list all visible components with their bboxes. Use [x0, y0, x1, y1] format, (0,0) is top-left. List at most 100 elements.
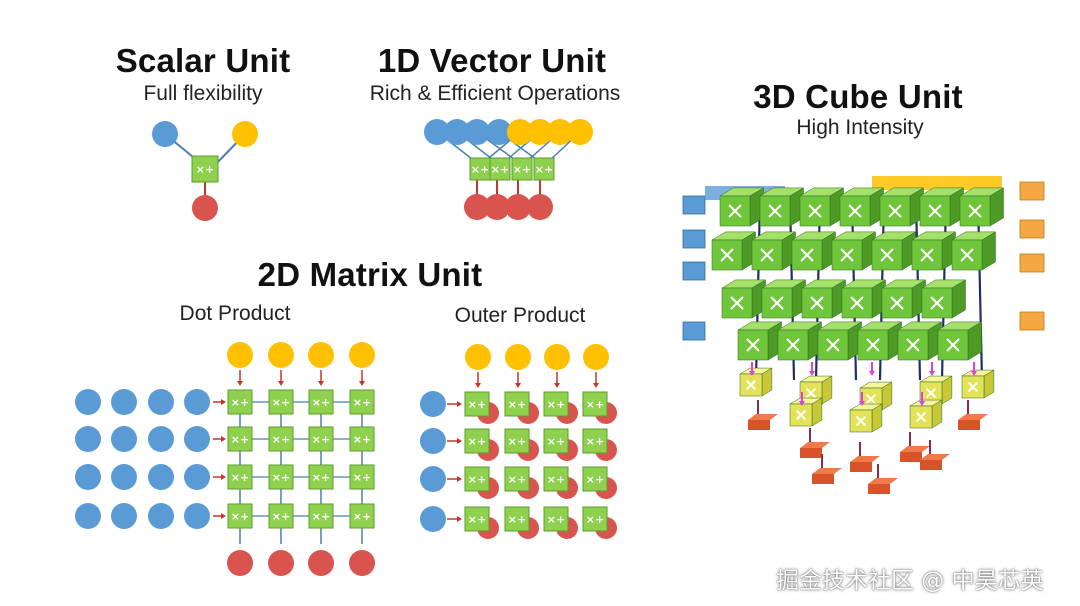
mac-label: ×+ — [272, 433, 290, 446]
scalar-unit-title: Scalar Unit — [115, 42, 291, 79]
cube-mac-t2-x2 — [770, 296, 784, 310]
mac-box — [268, 389, 294, 415]
dot-output — [308, 550, 334, 576]
cube-input-left — [682, 195, 706, 215]
cube-accumulator-x2 — [795, 409, 807, 421]
outer-mac: ×+ — [464, 391, 490, 417]
vector-input-a — [444, 119, 470, 145]
outer-input-top — [583, 344, 609, 370]
outer-input-left — [420, 466, 446, 492]
dot-mac: ×+ — [268, 426, 294, 452]
mac-label: ×+ — [468, 435, 486, 448]
scalar-output — [192, 195, 218, 221]
dot-mac: ×+ — [268, 389, 294, 415]
outer-arrow-left-head — [457, 476, 462, 482]
mac-label: ×+ — [535, 163, 553, 176]
mac-box — [543, 466, 569, 492]
mac-label: ×+ — [272, 396, 290, 409]
dot-mac: ×+ — [349, 389, 375, 415]
outer-mac: ×+ — [504, 391, 530, 417]
mac-box — [191, 155, 219, 183]
outer-mac: ×+ — [582, 428, 608, 454]
vector-unit-title: 1D Vector Unit — [377, 42, 607, 79]
vector-input-b — [527, 119, 553, 145]
cube-input-right — [1019, 219, 1045, 239]
dot-input-left — [111, 464, 137, 490]
mac-box — [464, 506, 490, 532]
cube-mac-t3-x2 — [906, 338, 920, 352]
mac-cube-3d-icon — [682, 176, 1045, 494]
mac-label: ×+ — [547, 398, 565, 411]
cube-mac-t0-x2 — [928, 204, 942, 218]
outer-arrow-top-head — [475, 383, 481, 388]
cube-output-top — [868, 478, 898, 484]
dot-mac: ×+ — [308, 503, 334, 529]
mac-label: ×+ — [353, 433, 371, 446]
mac-label: ×+ — [468, 473, 486, 486]
mac-box — [504, 428, 530, 454]
mac-label: ×+ — [312, 396, 330, 409]
mac-box — [504, 506, 530, 532]
cube-output — [900, 452, 922, 462]
outer-mac: ×+ — [543, 466, 569, 492]
cube-output-top — [850, 456, 880, 462]
cube-output — [800, 448, 822, 458]
dot-input-left — [75, 389, 101, 415]
mac-label: ×+ — [231, 471, 249, 484]
mac-box — [349, 464, 375, 490]
mac-label: ×+ — [312, 510, 330, 523]
mac-label: ×+ — [312, 433, 330, 446]
outer-input-left — [420, 506, 446, 532]
cube-unit-title: 3D Cube Unit — [753, 78, 963, 115]
dot-input-top — [349, 342, 375, 368]
mac-box — [543, 506, 569, 532]
mac-box — [464, 466, 490, 492]
cube-input-right — [1019, 311, 1045, 331]
outer-input-top — [465, 344, 491, 370]
outer-mac: ×+ — [582, 466, 608, 492]
outer-mac: ×+ — [464, 428, 490, 454]
vector-output — [484, 194, 510, 220]
cube-accumulator-x2 — [915, 411, 927, 423]
dot-mac: ×+ — [308, 426, 334, 452]
mac-box — [464, 391, 490, 417]
dot-arrow-top-head — [237, 381, 243, 386]
mac-label: ×+ — [353, 396, 371, 409]
outer-mac: ×+ — [464, 506, 490, 532]
dot-input-top — [268, 342, 294, 368]
cube-output — [812, 474, 834, 484]
cube-arrow-head — [919, 401, 925, 406]
scalar-mac: ×+ — [191, 155, 219, 183]
mac-label: ×+ — [231, 433, 249, 446]
dot-input-left — [184, 426, 210, 452]
mac-box — [308, 426, 334, 452]
mac-box — [308, 503, 334, 529]
cube-output — [850, 462, 872, 472]
cube-accumulator-x2 — [865, 393, 877, 405]
mac-box — [349, 426, 375, 452]
dot-input-left — [111, 426, 137, 452]
cube-input-top-right — [872, 176, 1002, 190]
outer-input-top — [505, 344, 531, 370]
mac-box — [349, 389, 375, 415]
cube-input-left — [682, 321, 706, 341]
cube-arrow-head — [809, 371, 815, 376]
mac-label: ×+ — [471, 163, 489, 176]
matrix-unit-title: 2D Matrix Unit — [257, 256, 483, 293]
dot-mac: ×+ — [349, 464, 375, 490]
mac-box — [227, 464, 253, 490]
mac-box — [227, 426, 253, 452]
outer-mac: ×+ — [504, 466, 530, 492]
cube-mac-t0-x2 — [728, 204, 742, 218]
mac-box — [268, 426, 294, 452]
outer-mac: ×+ — [543, 391, 569, 417]
mac-label: ×+ — [353, 510, 371, 523]
cube-accumulator-x2 — [925, 387, 937, 399]
mac-label: ×+ — [586, 513, 604, 526]
mac-label: ×+ — [508, 513, 526, 526]
mac-label: ×+ — [272, 471, 290, 484]
cube-output — [868, 484, 890, 494]
mac-box — [308, 464, 334, 490]
mac-box — [349, 503, 375, 529]
